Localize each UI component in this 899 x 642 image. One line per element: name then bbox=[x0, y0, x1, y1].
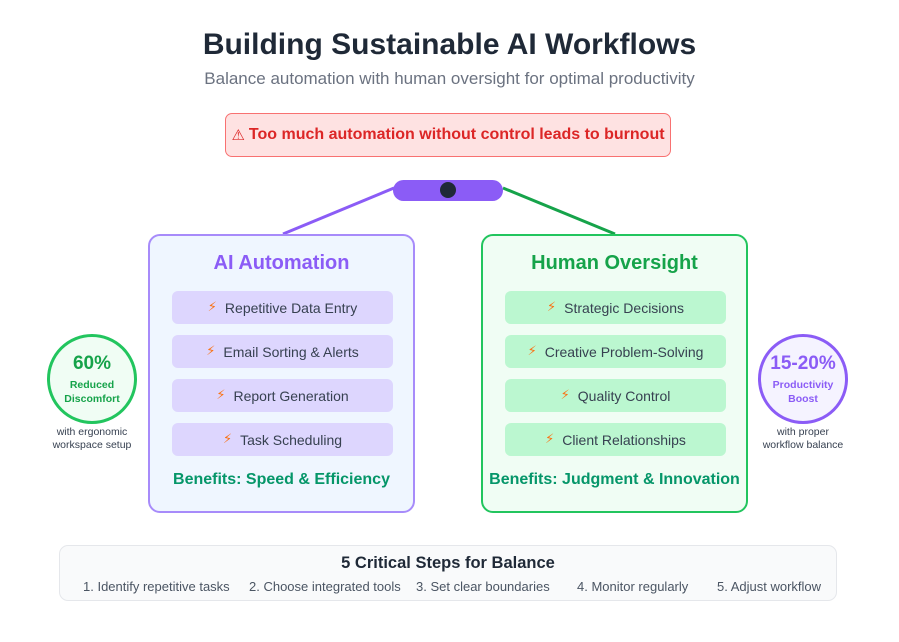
stat-note: with proper workflow balance bbox=[743, 426, 863, 452]
step-item: 1. Identify repetitive tasks bbox=[83, 579, 230, 594]
ai-benefits: Benefits: Speed & Efficiency bbox=[173, 471, 390, 488]
lightning-icon: ⚡ bbox=[206, 344, 216, 359]
human-item-label: Quality Control bbox=[577, 387, 671, 404]
stat-label: Reduced Discomfort bbox=[64, 378, 119, 406]
stat-note-line: with proper bbox=[777, 426, 829, 438]
stat-note: with ergonomic workspace setup bbox=[32, 426, 152, 452]
human-item: ⚡ Quality Control bbox=[505, 379, 726, 412]
human-item-label: Creative Problem-Solving bbox=[544, 343, 704, 360]
human-item: ⚡ Creative Problem-Solving bbox=[505, 335, 726, 368]
human-item-label: Client Relationships bbox=[562, 431, 686, 448]
human-card-title: Human Oversight bbox=[531, 252, 698, 274]
warning-banner: ⚠ Too much automation without control le… bbox=[225, 113, 671, 157]
ai-item-label: Task Scheduling bbox=[240, 431, 343, 448]
stat-label-line: Boost bbox=[788, 392, 818, 405]
ai-item-label: Email Sorting & Alerts bbox=[223, 343, 359, 360]
step-item: 5. Adjust workflow bbox=[717, 579, 822, 594]
human-item-list: ⚡ Strategic Decisions ⚡ Creative Problem-S… bbox=[505, 291, 726, 467]
stat-label: Productivity Boost bbox=[773, 378, 834, 406]
ai-item-label: Report Generation bbox=[233, 387, 349, 404]
human-oversight-card: Human Oversight ⚡ Strategic Decisions ⚡ Cr… bbox=[481, 234, 748, 513]
stat-label-line: Reduced bbox=[69, 378, 115, 391]
lightning-icon: ⚡ bbox=[207, 300, 217, 315]
human-item: ⚡ Client Relationships bbox=[505, 423, 726, 456]
ai-item: ⚡ Email Sorting & Alerts bbox=[172, 335, 393, 368]
stat-note-line: workflow balance bbox=[762, 439, 844, 451]
warning-text: Too much automation without control lead… bbox=[248, 126, 665, 143]
steps-title: 5 Critical Steps for Balance bbox=[341, 554, 555, 572]
lightning-icon: ⚡ bbox=[222, 432, 233, 447]
productivity-boost-stat: 15-20% Productivity Boost bbox=[758, 334, 848, 424]
lightning-icon: ⚡ bbox=[527, 344, 537, 359]
ai-item: ⚡ Task Scheduling bbox=[172, 423, 393, 456]
page-subtitle: Balance automation with human oversight … bbox=[204, 69, 695, 88]
warning-icon: ⚠ bbox=[231, 126, 245, 144]
critical-steps-panel: 5 Critical Steps for Balance 1. Identify… bbox=[59, 545, 837, 601]
ai-item: ⚡ Report Generation bbox=[172, 379, 393, 412]
stat-value: 15-20% bbox=[770, 352, 836, 374]
lightning-icon: ⚡ bbox=[545, 432, 555, 447]
ai-item-label: Repetitive Data Entry bbox=[224, 299, 358, 316]
balance-pivot bbox=[440, 182, 456, 198]
human-connector-line bbox=[502, 186, 616, 236]
step-item: 2. Choose integrated tools bbox=[249, 579, 401, 594]
reduced-discomfort-stat: 60% Reduced Discomfort bbox=[47, 334, 137, 424]
human-benefits: Benefits: Judgment & Innovation bbox=[489, 471, 740, 488]
lightning-icon: ⚡ bbox=[547, 300, 557, 315]
step-item: 3. Set clear boundaries bbox=[416, 579, 550, 594]
ai-item: ⚡ Repetitive Data Entry bbox=[172, 291, 393, 324]
human-item: ⚡ Strategic Decisions bbox=[505, 291, 726, 324]
human-item-label: Strategic Decisions bbox=[564, 299, 684, 316]
ai-item-list: ⚡ Repetitive Data Entry ⚡ Email Sorting & … bbox=[172, 291, 393, 467]
ai-automation-card: AI Automation ⚡ Repetitive Data Entry ⚡ Em… bbox=[148, 234, 415, 513]
lightning-icon: ⚡ bbox=[216, 388, 226, 403]
stat-note-line: workspace setup bbox=[52, 439, 132, 451]
stat-note-line: with ergonomic bbox=[56, 426, 128, 438]
stat-label-line: Productivity bbox=[772, 378, 834, 391]
page-title: Building Sustainable AI Workflows bbox=[202, 28, 697, 61]
stat-label-line: Discomfort bbox=[64, 392, 120, 405]
stat-value: 60% bbox=[72, 352, 112, 374]
lightning-icon: ⚡ bbox=[560, 388, 570, 403]
ai-card-title: AI Automation bbox=[213, 252, 350, 274]
ai-connector-line bbox=[282, 186, 395, 236]
step-item: 4. Monitor regularly bbox=[577, 579, 689, 594]
